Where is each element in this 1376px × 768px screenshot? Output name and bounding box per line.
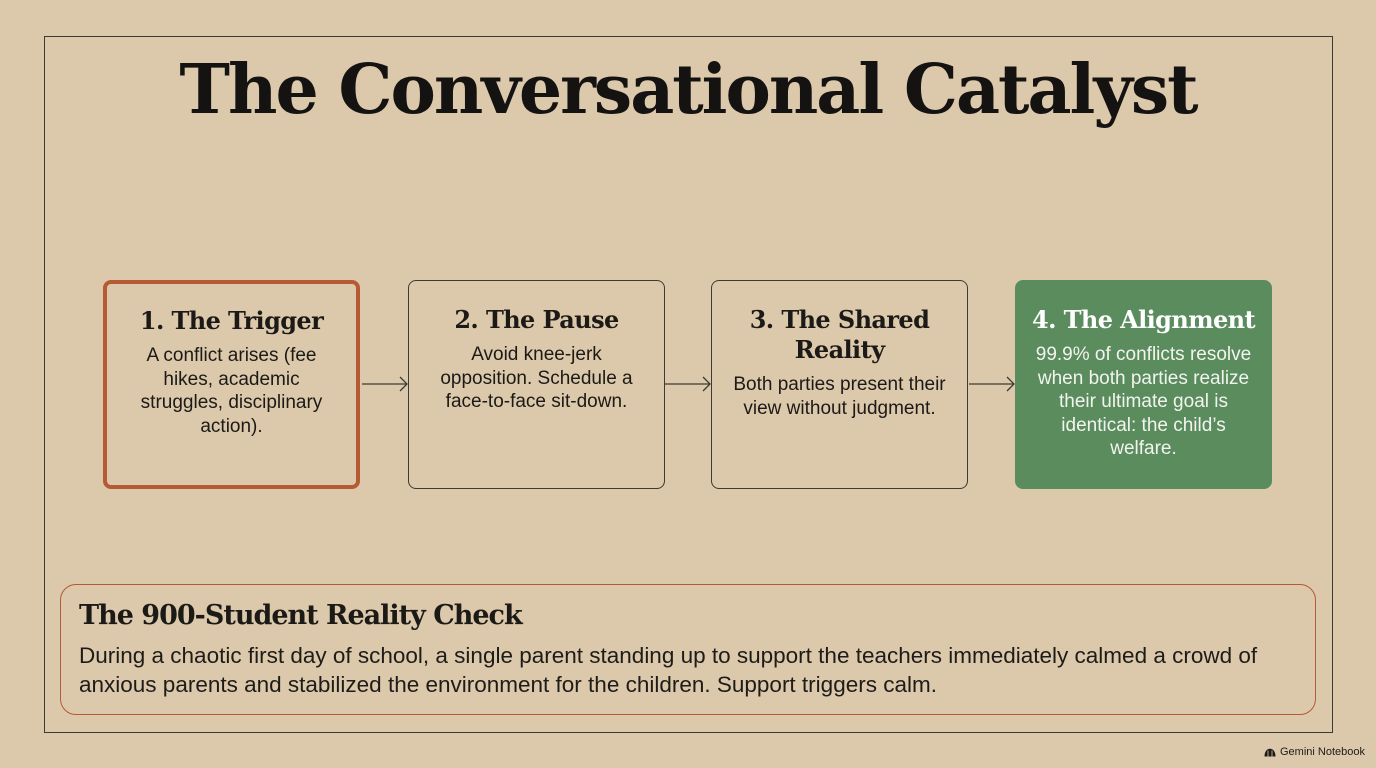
step-text: A conflict arises (fee hikes, academic s…: [140, 345, 323, 437]
brand-label: Gemini Notebook: [1280, 746, 1365, 758]
step-text: Both parties present their view without …: [733, 374, 946, 419]
step-alignment: 4. The Alignment 99.9% of conflicts reso…: [1015, 280, 1272, 489]
step-title: 2. The Pause: [454, 305, 619, 334]
callout-title: The 900-Student Reality Check: [79, 600, 523, 631]
step-text: Avoid knee-jerk opposition. Schedule a f…: [440, 344, 633, 412]
step-title: 3. The Shared Reality: [749, 305, 930, 364]
step-pause: 2. The Pause Avoid knee-jerk opposition.…: [408, 280, 665, 489]
step-trigger: 1. The Trigger A conflict arises (fee hi…: [103, 280, 360, 489]
step-title: 1. The Trigger: [139, 306, 324, 335]
slide-frame: [44, 36, 1333, 733]
arrow-right-icon: [665, 376, 711, 392]
slide-title: The Conversational Catalyst: [179, 50, 1198, 130]
step-text: 99.9% of conflicts resolve when both par…: [1035, 344, 1252, 459]
notebook-logo-icon: [1264, 748, 1276, 756]
reality-check-callout: The 900-Student Reality Check During a c…: [60, 584, 1316, 715]
callout-text: During a chaotic first day of school, a …: [79, 643, 1258, 697]
step-shared-reality: 3. The Shared Reality Both parties prese…: [711, 280, 968, 489]
arrow-right-icon: [362, 376, 408, 392]
brand-watermark: Gemini Notebook: [1264, 746, 1365, 758]
step-title: 4. The Alignment: [1031, 305, 1256, 334]
arrow-right-icon: [969, 376, 1015, 392]
